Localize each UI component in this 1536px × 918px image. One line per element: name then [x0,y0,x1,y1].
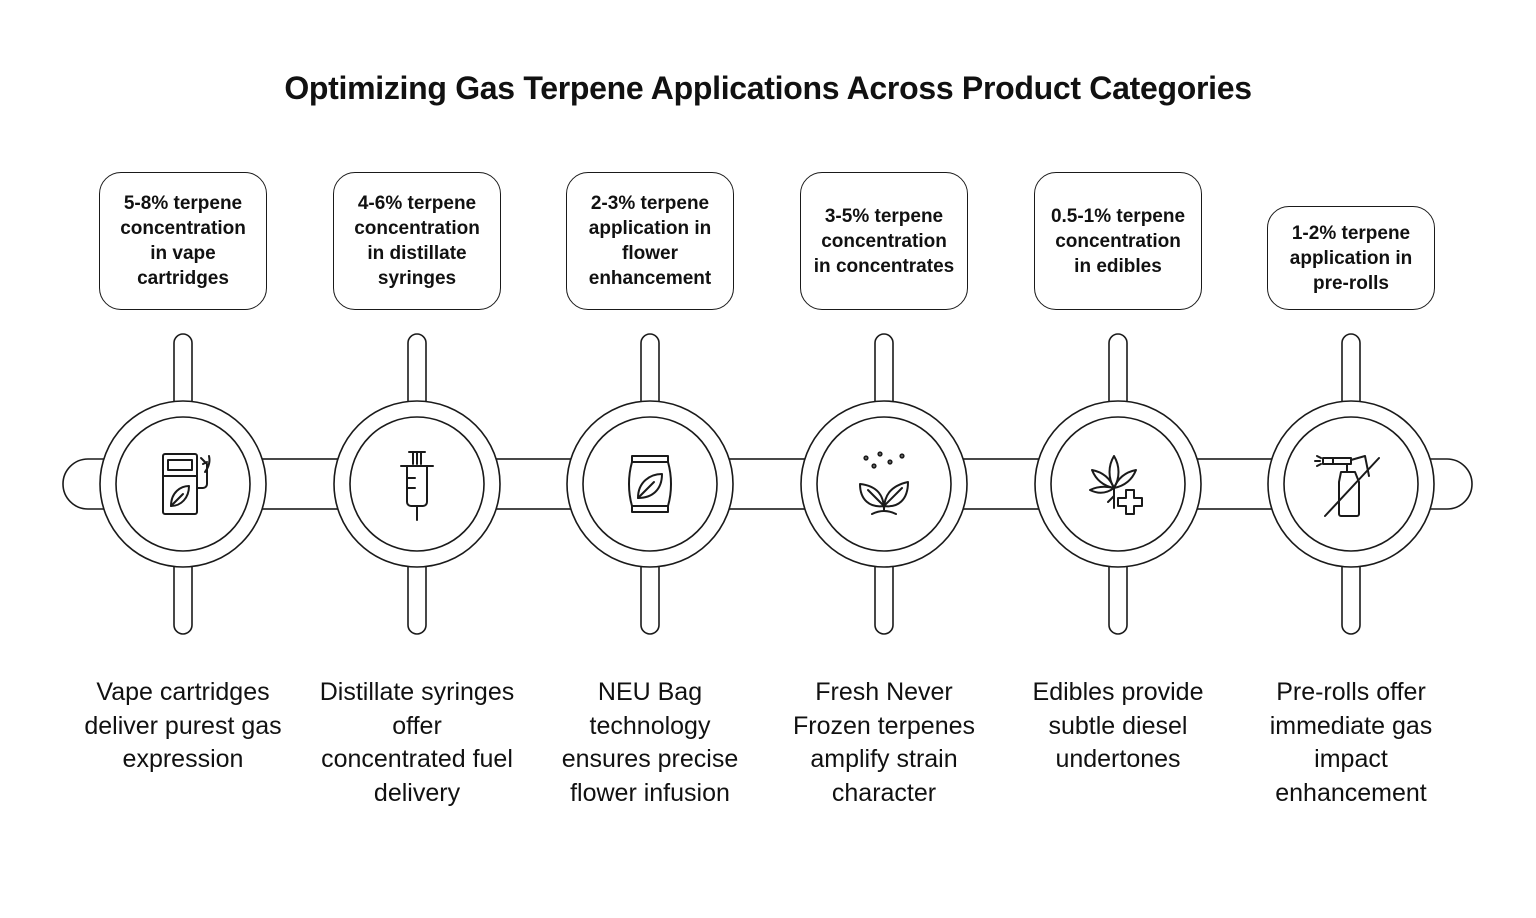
ring-inner [115,416,251,552]
ring-inner [816,416,952,552]
ring-inner [349,416,485,552]
page-title: Optimizing Gas Terpene Applications Acro… [284,70,1252,106]
stage-description: NEU Bag technology ensures precise flowe… [561,678,739,807]
stage-note: 2-3% terpene application in flower enhan… [566,172,734,310]
stage-note: 0.5-1% terpene concentration in edibles [1034,172,1202,310]
leaf-bag-icon [610,444,690,524]
cannabis-leaf-plus-icon [1078,444,1158,524]
stage-description: Vape cartridges deliver purest gas expre… [84,678,282,773]
stage-description: Pre-rolls offer immediate gas impact enh… [1269,678,1433,807]
stage-description: Fresh Never Frozen terpenes amplify stra… [792,678,976,807]
stage-note: 1-2% terpene application in pre-rolls [1267,206,1435,310]
fuel-pump-leaf-icon [143,444,223,524]
ring-inner [1050,416,1186,552]
stage-note: 5-8% terpene concentration in vape cartr… [99,172,267,310]
no-spray-icon [1311,444,1391,524]
stage-description: Distillate syringes offer concentrated f… [319,678,515,807]
stage-note: 3-5% terpene concentration in concentrat… [800,172,968,310]
ring-inner [1283,416,1419,552]
ring-inner [582,416,718,552]
sprout-icon [844,444,924,524]
stage-description: Edibles provide subtle diesel undertones [1032,678,1204,773]
syringe-icon [377,444,457,524]
stage-note: 4-6% terpene concentration in distillate… [333,172,501,310]
